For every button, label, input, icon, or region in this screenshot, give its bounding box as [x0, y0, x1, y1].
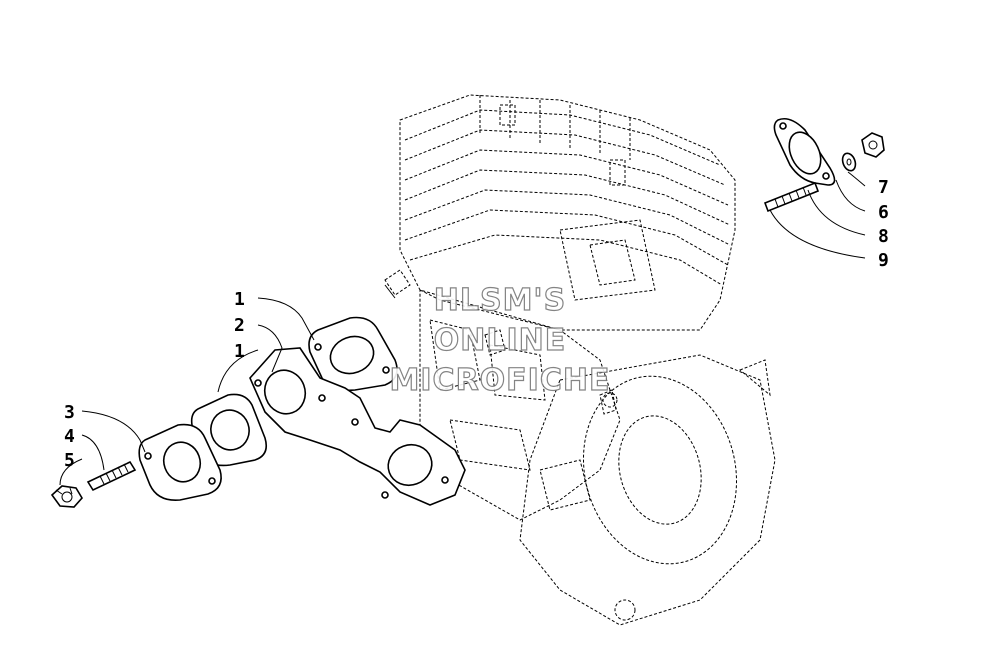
watermark-line-2: ONLINE	[434, 323, 567, 358]
stud-lower	[86, 460, 137, 492]
callout-8: 8	[878, 226, 889, 247]
watermark-line-1: HLSM'S	[434, 283, 566, 318]
flange	[138, 423, 222, 502]
callout-7: 7	[878, 177, 889, 198]
callout-4: 4	[64, 426, 75, 447]
washer-right	[841, 152, 857, 172]
callout-5: 5	[64, 450, 75, 471]
watermark: HLSM'S ONLINE MICROFICHE	[389, 282, 611, 398]
callout-9: 9	[878, 250, 889, 271]
watermark-line-3: MICROFICHE	[390, 363, 611, 398]
engine-block	[384, 94, 776, 626]
nut-right	[861, 132, 885, 158]
callout-3: 3	[64, 402, 75, 423]
callout-1-upper: 1	[234, 289, 245, 310]
flange-right	[773, 117, 836, 186]
callouts: 1 2 1 3 4 5 7 6 8 9	[64, 177, 889, 471]
gasket-upper	[308, 316, 398, 392]
manifold-plate	[249, 347, 466, 506]
callout-6: 6	[878, 202, 889, 223]
leader-lines	[59, 171, 866, 486]
callout-2: 2	[234, 315, 245, 336]
callout-1-lower: 1	[234, 341, 245, 362]
nut-lower	[50, 485, 83, 508]
flywheel-housing	[519, 354, 776, 626]
port-studs	[384, 269, 617, 415]
stud-right	[763, 181, 820, 213]
